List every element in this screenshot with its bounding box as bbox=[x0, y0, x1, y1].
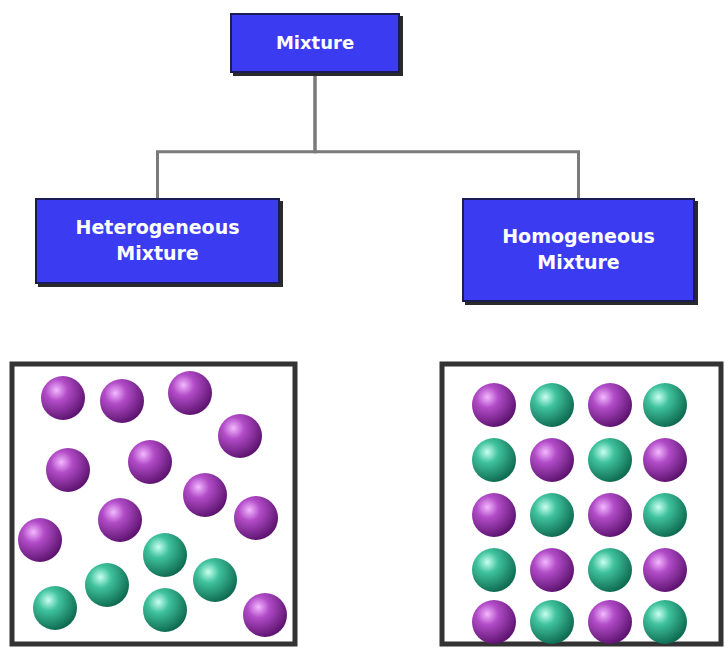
tree-connector bbox=[315, 73, 579, 198]
heterogeneous-particles bbox=[18, 371, 287, 637]
particle-frame bbox=[12, 364, 295, 644]
root-box: Mixture bbox=[230, 13, 400, 73]
node-label: Homogeneous Mixture bbox=[479, 224, 679, 275]
particle-frame bbox=[442, 364, 721, 644]
category-box: Homogeneous Mixture bbox=[462, 198, 695, 302]
homogeneous-particles bbox=[472, 383, 687, 644]
node-label: Mixture bbox=[276, 31, 354, 55]
tree-connector bbox=[158, 73, 316, 198]
node-label: Heterogeneous Mixture bbox=[58, 215, 258, 266]
category-box: Heterogeneous Mixture bbox=[35, 198, 280, 284]
